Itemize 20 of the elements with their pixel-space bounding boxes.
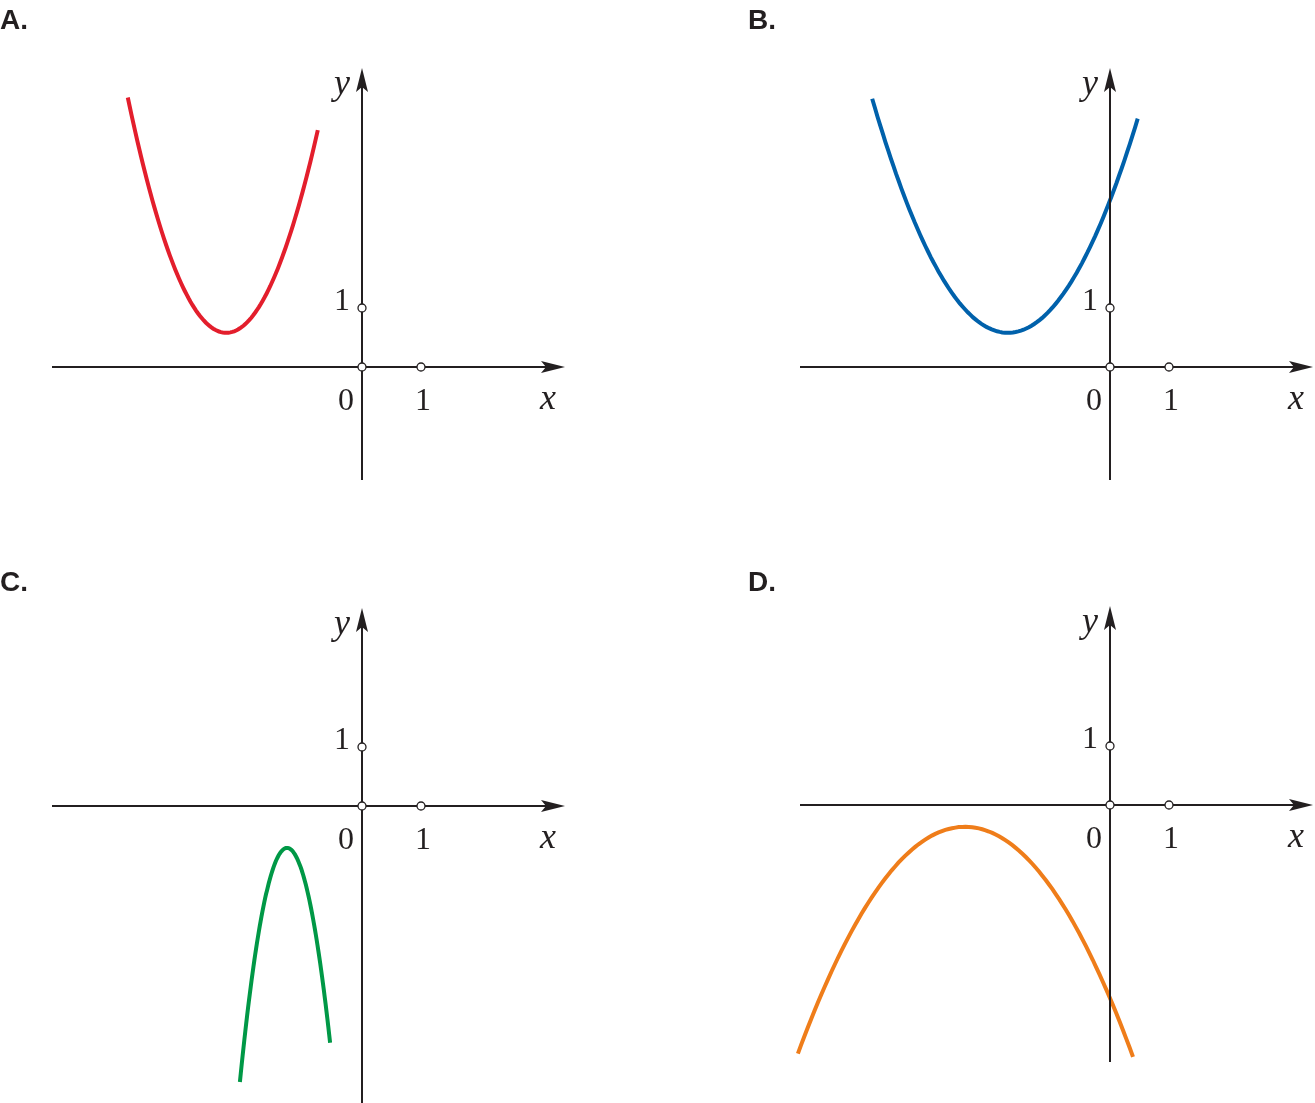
axis-label: x xyxy=(1288,817,1304,853)
tick-label: 0 xyxy=(1086,383,1102,415)
panel-letter: C. xyxy=(0,568,28,596)
tick-label: 0 xyxy=(338,383,354,415)
panel-letter: D. xyxy=(748,568,776,596)
tick-label: 1 xyxy=(415,822,431,854)
axis-label: x xyxy=(1288,379,1304,415)
axis-label: x xyxy=(540,379,556,415)
tick-label: 1 xyxy=(1163,383,1179,415)
panel-letter: B. xyxy=(748,6,776,34)
tick-label: 1 xyxy=(334,283,350,315)
panel-letter: A. xyxy=(0,6,28,34)
tick-label: 1 xyxy=(1082,721,1098,753)
axis-label: x xyxy=(540,818,556,854)
tick-label: 0 xyxy=(338,822,354,854)
tick-label: 1 xyxy=(415,383,431,415)
tick-label: 0 xyxy=(1086,821,1102,853)
tick-label: 1 xyxy=(1082,283,1098,315)
tick-label: 1 xyxy=(1163,821,1179,853)
tick-label: 1 xyxy=(334,722,350,754)
